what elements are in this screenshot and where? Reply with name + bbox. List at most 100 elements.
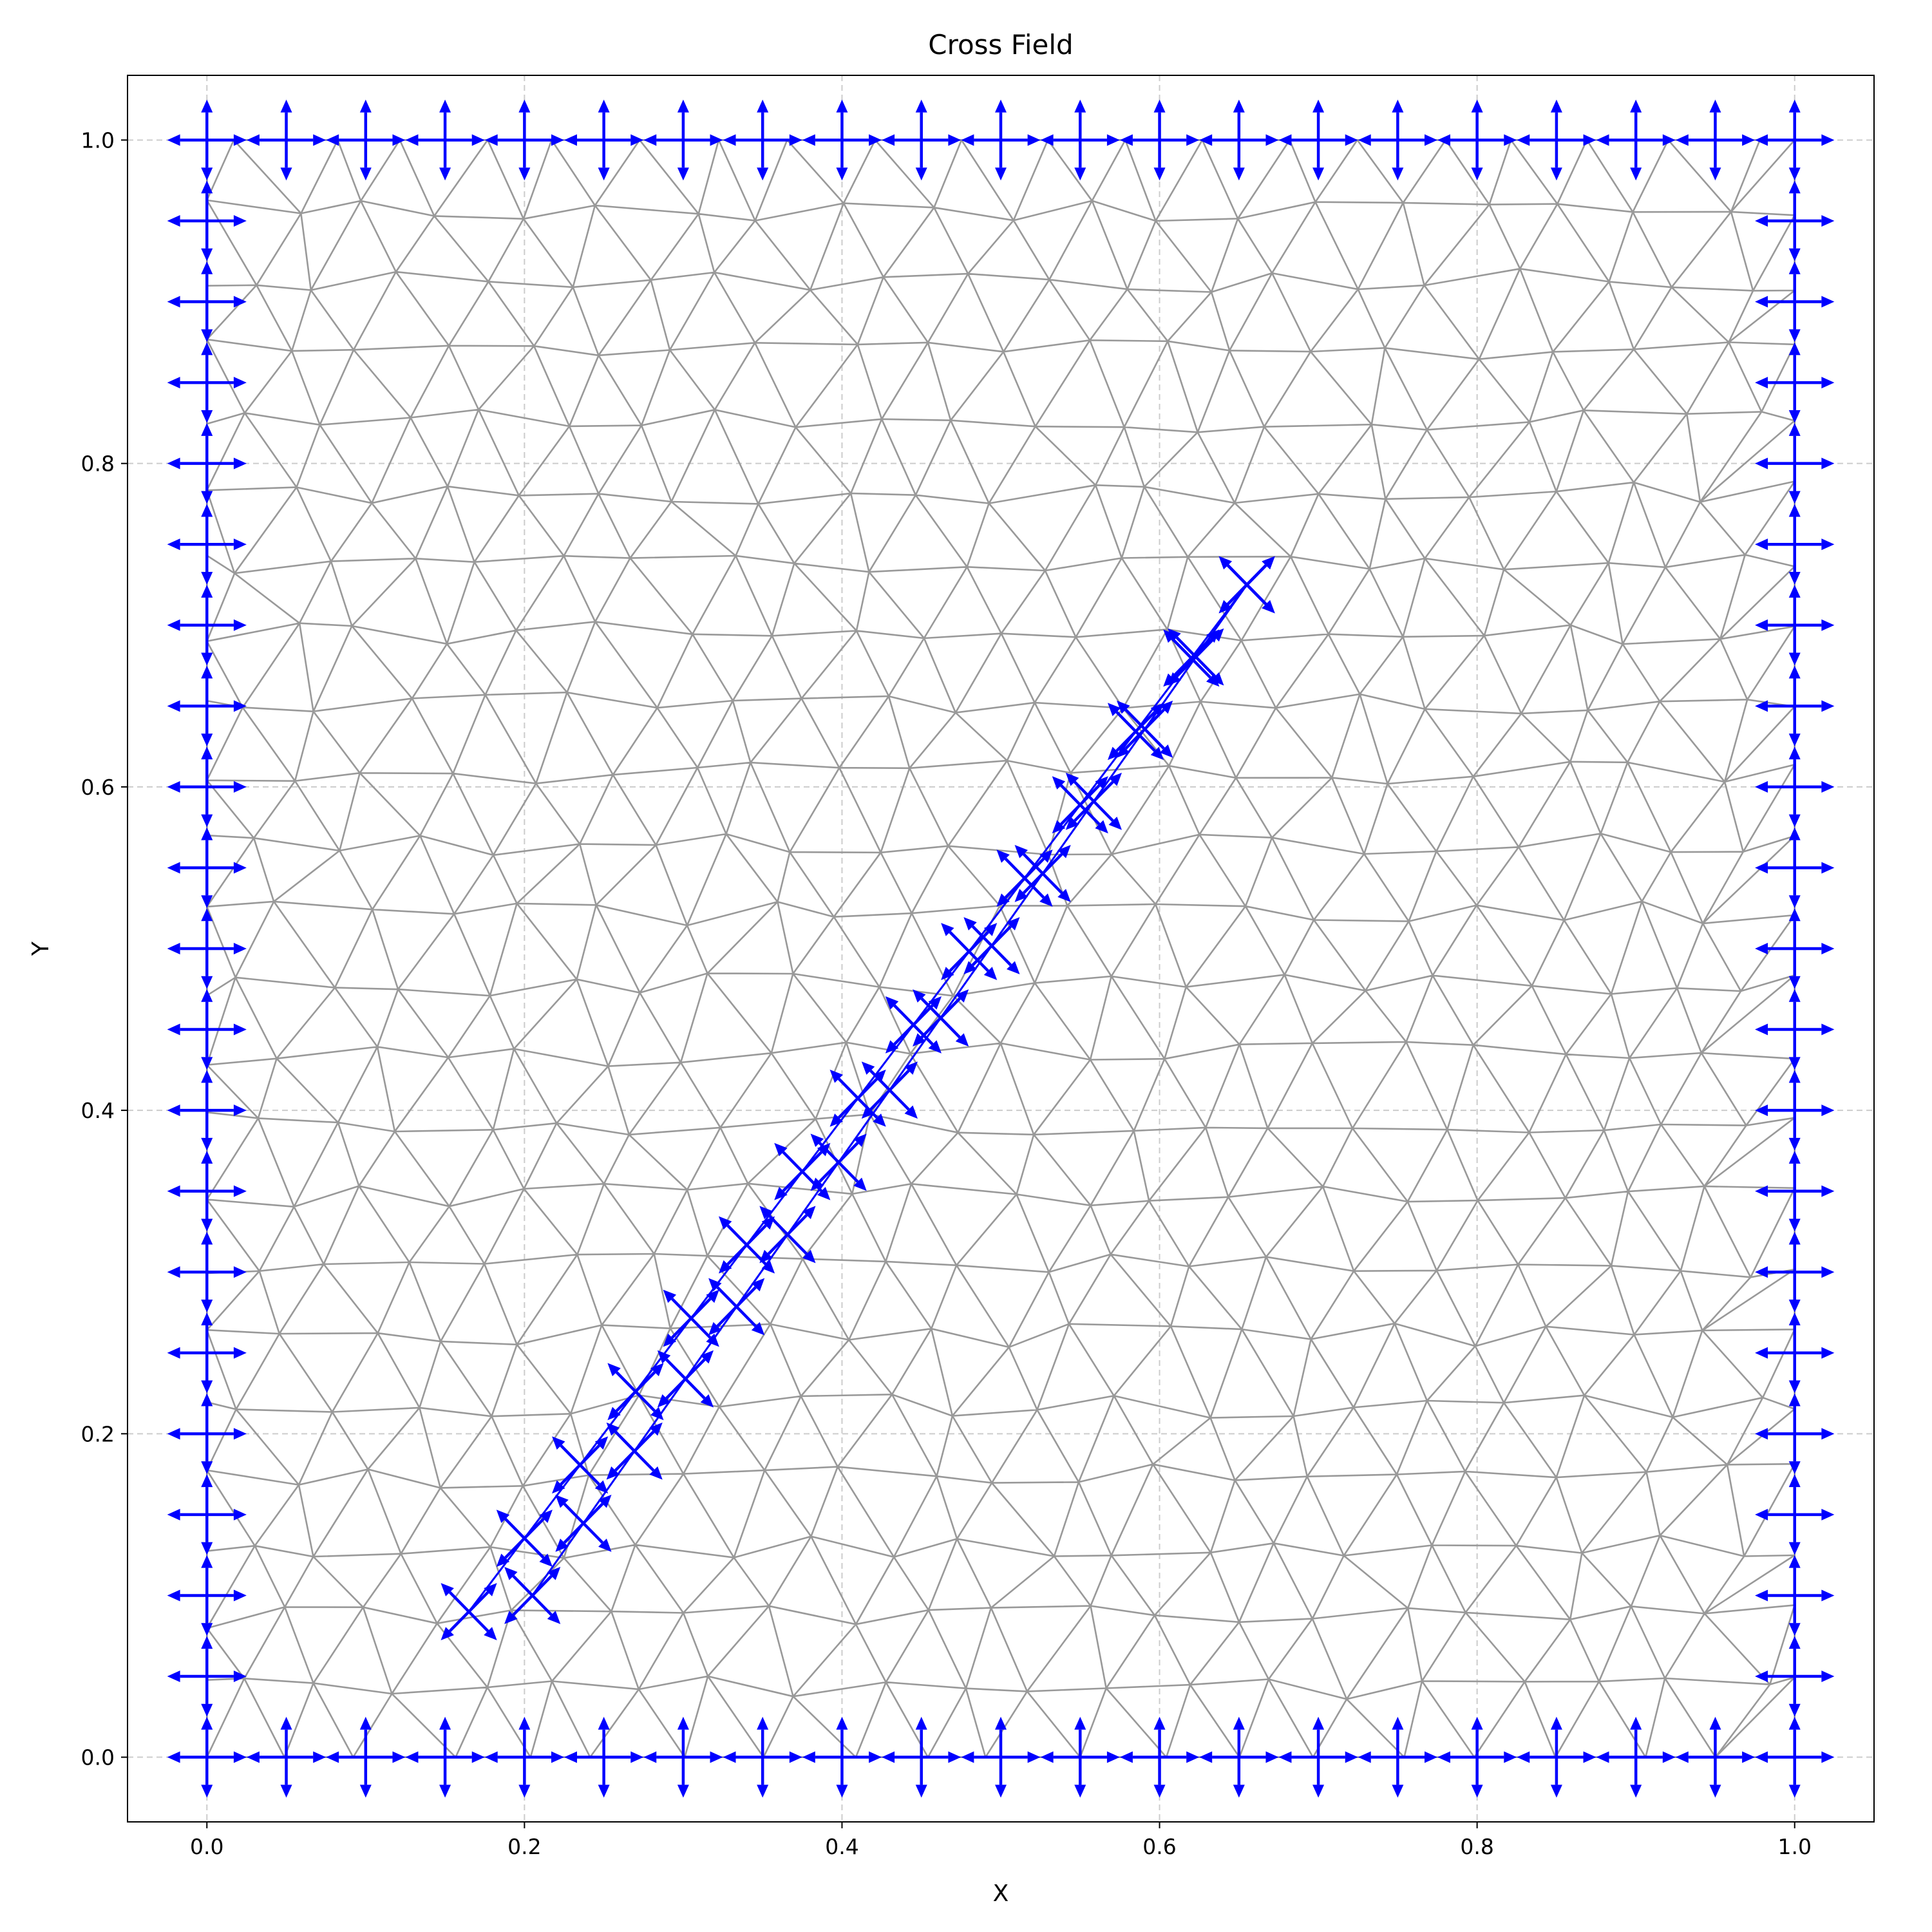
- cross-arrow: [1794, 1751, 1835, 1763]
- cross-arrow: [201, 1191, 213, 1232]
- cross-arrow: [1630, 1757, 1642, 1798]
- cross-arrow: [1794, 1508, 1835, 1520]
- cross-arrow: [718, 1244, 748, 1274]
- cross-arrow: [201, 786, 213, 828]
- cross-arrow: [1041, 845, 1071, 875]
- cross-arrow: [1755, 1266, 1795, 1278]
- cross-arrow: [643, 1751, 683, 1763]
- cross-arrow: [405, 1751, 446, 1763]
- cross-arrow: [1153, 1757, 1166, 1798]
- cross-arrow: [518, 1716, 531, 1757]
- cross-arrow: [603, 1751, 644, 1763]
- cross-arrow: [201, 99, 213, 140]
- cross-arrow: [201, 301, 213, 343]
- cross-arrow: [496, 1510, 526, 1540]
- cross-arrow: [201, 342, 213, 383]
- cross-arrow: [961, 1751, 1001, 1763]
- cross-arrow: [1788, 625, 1801, 666]
- cross-arrow: [885, 996, 915, 1026]
- cross-arrow: [1397, 134, 1437, 146]
- cross-arrow: [1788, 1312, 1801, 1353]
- cross-arrow: [564, 1751, 604, 1763]
- cross-arrow: [1788, 1110, 1801, 1151]
- cross-arrow: [1023, 849, 1053, 880]
- cross-arrow: [201, 1676, 213, 1717]
- cross-arrow: [1788, 1231, 1801, 1273]
- y-tick-label: 0.4: [81, 1098, 115, 1123]
- cross-arrow: [1312, 140, 1325, 181]
- cross-arrow: [167, 619, 207, 631]
- cross-arrow: [468, 1610, 497, 1640]
- cross-arrow: [1794, 862, 1835, 874]
- cross-arrow: [167, 377, 207, 389]
- cross-arrow: [1788, 786, 1801, 828]
- cross-arrow: [774, 1142, 804, 1173]
- x-tick-label: 0.6: [1142, 1834, 1176, 1859]
- cross-arrow: [1788, 342, 1801, 383]
- y-tick-label: 1.0: [81, 128, 115, 153]
- y-tick-label: 0.2: [81, 1421, 115, 1446]
- cross-arrow: [1755, 1023, 1795, 1036]
- cross-arrow: [1080, 1751, 1120, 1763]
- cross-arrow: [552, 1436, 582, 1466]
- cross-arrow: [607, 1390, 637, 1421]
- cross-arrow: [723, 1751, 763, 1763]
- cross-arrow: [207, 296, 247, 308]
- cross-arrow: [1788, 1514, 1801, 1555]
- cross-arrow: [201, 989, 213, 1030]
- cross-arrow: [1358, 134, 1398, 146]
- cross-arrow: [1788, 867, 1801, 909]
- cross-arrow: [915, 99, 927, 140]
- cross-arrow: [683, 134, 723, 146]
- cross-arrow: [201, 1110, 213, 1151]
- cross-arrow: [677, 99, 689, 140]
- cross-arrow: [582, 1522, 612, 1552]
- cross-arrow: [1163, 629, 1193, 659]
- cross-arrow: [496, 1537, 526, 1567]
- cross-arrow: [1794, 1428, 1835, 1440]
- cross-arrow: [684, 1350, 714, 1380]
- cross-arrow: [598, 1757, 610, 1798]
- cross-arrow: [1358, 1751, 1398, 1763]
- cross-arrow: [1107, 703, 1137, 733]
- cross-arrow: [1675, 1751, 1716, 1763]
- cross-arrow: [207, 781, 247, 793]
- cross-arrow: [1636, 1751, 1676, 1763]
- cross-arrow: [1471, 1757, 1483, 1798]
- cross-arrow: [201, 1029, 213, 1070]
- cross-arrow: [1794, 1185, 1835, 1197]
- cross-arrow: [1065, 772, 1095, 802]
- cross-arrow: [1477, 1751, 1517, 1763]
- cross-arrow: [1107, 730, 1137, 761]
- cross-arrow: [1437, 134, 1477, 146]
- cross-arrow: [1052, 804, 1081, 834]
- cross-arrow: [552, 1464, 582, 1494]
- cross-arrow: [1550, 99, 1562, 140]
- cross-arrow: [1144, 728, 1173, 758]
- cross-arrow: [167, 1347, 207, 1359]
- cross-arrow: [663, 1317, 692, 1347]
- cross-arrow: [940, 1017, 969, 1047]
- cross-arrow: [531, 1594, 561, 1624]
- cross-arrow: [1788, 585, 1801, 625]
- cross-arrow: [582, 1494, 612, 1524]
- cross-arrow: [915, 1757, 927, 1798]
- cross-arrow: [201, 746, 213, 787]
- cross-arrow: [207, 538, 247, 551]
- cross-arrow: [201, 827, 213, 868]
- cross-arrow: [1788, 1716, 1801, 1757]
- cross-arrow: [201, 1636, 213, 1676]
- cross-arrow: [1788, 1029, 1801, 1070]
- cross-arrow: [842, 134, 882, 146]
- cross-arrow: [606, 1450, 636, 1480]
- cross-arrow: [598, 99, 610, 140]
- cross-arrow: [677, 1757, 689, 1798]
- cross-arrow: [201, 665, 213, 706]
- cross-arrow: [1218, 556, 1248, 586]
- cross-arrow: [885, 1023, 915, 1054]
- cross-arrow: [1788, 1150, 1801, 1191]
- cross-arrow: [915, 1716, 927, 1757]
- cross-arrow: [657, 1378, 687, 1408]
- x-axis-label: X: [993, 1880, 1009, 1907]
